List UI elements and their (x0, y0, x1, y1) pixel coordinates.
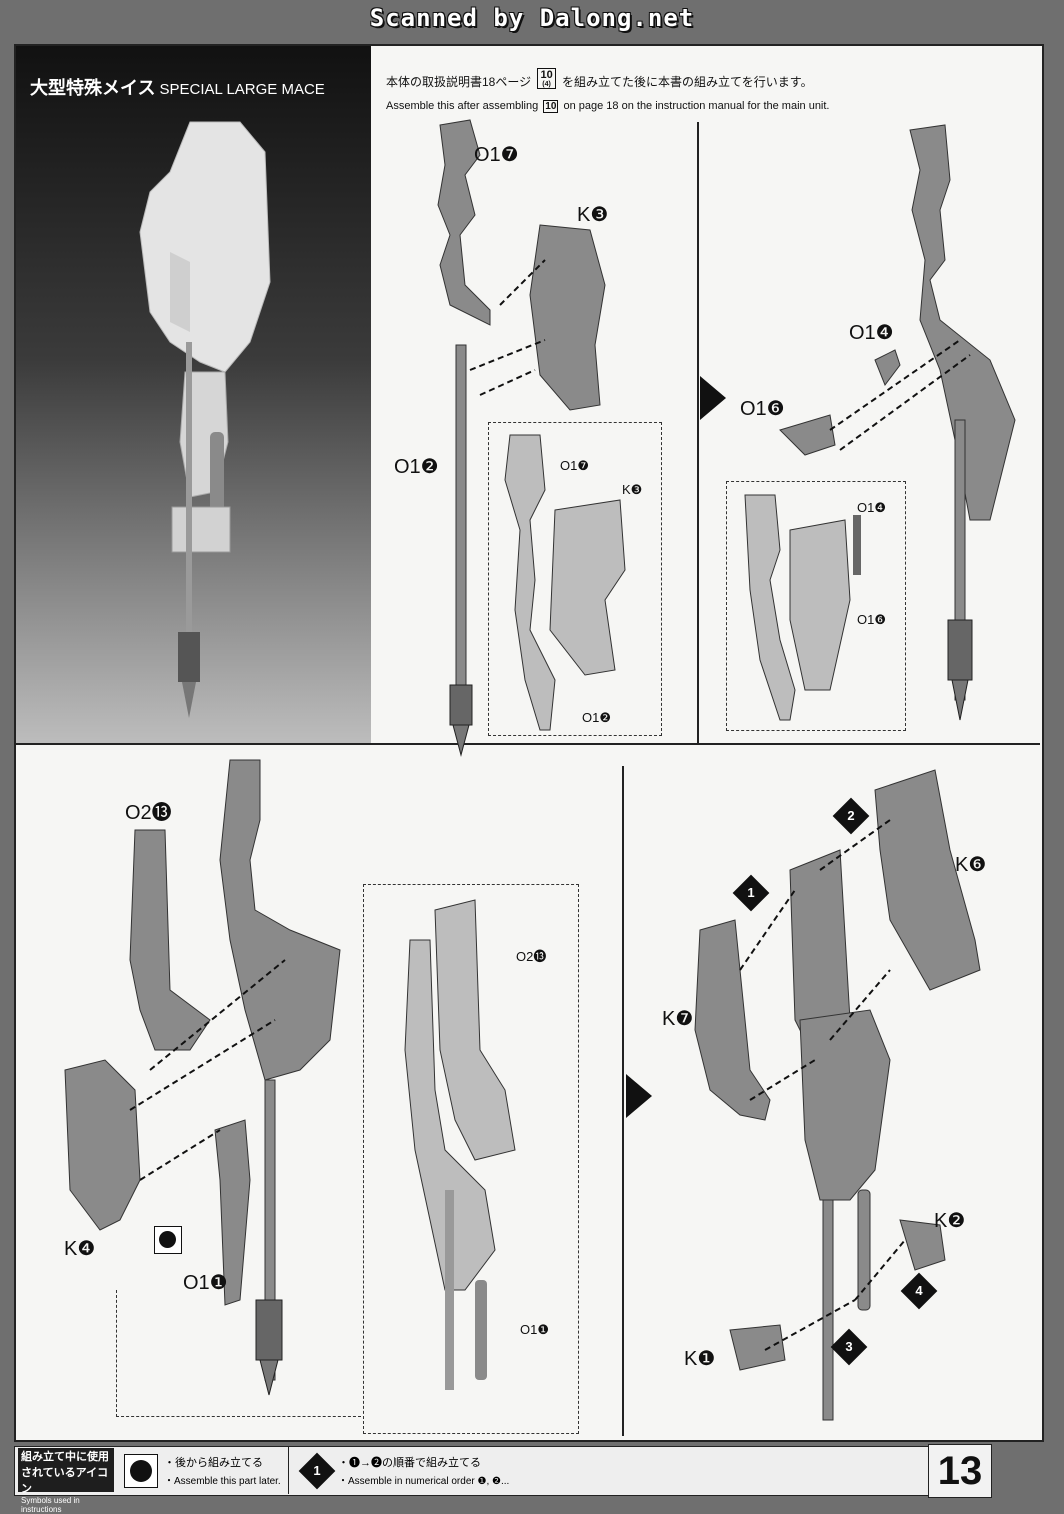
ref-step-number-en: 10 (545, 101, 557, 112)
step3-illustration (64, 759, 341, 1396)
assemble-later-icon (154, 1226, 182, 1254)
legend-later-icon (124, 1454, 158, 1488)
instruction-ja: 本体の取扱説明書18ページ 10(4) を組み立てた後に本書の組み立てを行います… (386, 68, 813, 90)
order-step-1-label: 1 (747, 885, 755, 900)
detail-step2-illustration (744, 494, 861, 721)
hero-mace-illustration (139, 121, 271, 718)
order-step-4-label: 4 (915, 1283, 923, 1298)
label-o1-6: O1❻ (740, 398, 785, 420)
detail-box-step3 (363, 884, 579, 1434)
order-step-2-label: 2 (847, 808, 855, 823)
label-o1-4: O1❹ (849, 322, 894, 344)
instruction-ja-after: を組み立てた後に本書の組み立てを行います。 (562, 75, 813, 89)
label-o2-13: O2⓭ (125, 802, 172, 824)
label-k-1: K❶ (684, 1348, 716, 1370)
vertical-divider-top (697, 122, 699, 744)
horizontal-divider (16, 743, 1040, 745)
legend-order-icon: 1 (298, 1452, 336, 1490)
legend-later-en: ・Assemble this part later. (164, 1476, 281, 1487)
order-step-1: 1 (732, 874, 770, 912)
legend-divider (288, 1446, 289, 1494)
hero-title-en: SPECIAL LARGE MACE (159, 81, 325, 98)
step1-illustration (437, 119, 606, 757)
vertical-divider-bottom (622, 766, 624, 1436)
dashed-connector-step3 (116, 1290, 361, 1417)
label-k-3: K❸ (577, 204, 609, 226)
legend-later-ja: ・後から組み立てる (164, 1457, 263, 1469)
detail-step1-illustration (504, 434, 626, 731)
instruction-en: Assemble this after assembling 10 on pag… (386, 100, 830, 113)
ref-step-sub: (4) (542, 81, 551, 88)
legend-order-text: ・❶→❷の順番で組み立てる ・Assemble in numerical ord… (338, 1454, 509, 1487)
order-step-3: 3 (830, 1328, 868, 1366)
detail-box-step1 (488, 422, 662, 736)
instruction-en-after: on page 18 on the instruction manual for… (563, 100, 830, 112)
assemble-later-icon-dot (159, 1231, 176, 1248)
order-step-3-label: 3 (845, 1339, 853, 1354)
legend-later-text: ・後から組み立てる ・Assemble this part later. (164, 1454, 281, 1487)
label-o1-2: O1❷ (394, 456, 439, 478)
page-number: 13 (928, 1444, 992, 1498)
ref-step-number: 10 (540, 69, 553, 81)
ref-step-badge-en: 10 (543, 100, 559, 113)
legend-bar (14, 1446, 934, 1496)
legend-title-en: Symbols used in instructions (21, 1496, 80, 1514)
order-step-4: 4 (900, 1272, 938, 1310)
detail-label-o1-2: O1❷ (582, 710, 611, 725)
label-k-2: K❷ (934, 1210, 966, 1232)
detail-label-o2-13: O2⓭ (516, 949, 547, 964)
label-k-4: K❹ (64, 1238, 96, 1260)
step2-illustration (909, 124, 1016, 721)
legend-title-ja-2: されているアイコン (21, 1467, 109, 1495)
step4-illustration (694, 769, 981, 1421)
order-step-2: 2 (832, 797, 870, 835)
ref-step-badge: 10(4) (537, 68, 556, 89)
legend-later-icon-dot (130, 1460, 152, 1482)
legend-title: 組み立て中に使用 されているアイコン Symbols used in instr… (18, 1448, 114, 1514)
detail-box-step2 (726, 481, 906, 731)
instruction-ja-before: 本体の取扱説明書18ページ (386, 75, 532, 89)
hero-title-ja: 大型特殊メイス (30, 78, 156, 98)
label-k-7: K❼ (662, 1008, 694, 1030)
detail-label-k-3: K❸ (622, 482, 643, 497)
legend-order-ja: ・❶→❷の順番で組み立てる (338, 1457, 481, 1469)
detail-label-o1-4: O1❹ (857, 500, 886, 515)
detail-label-o1-6: O1❻ (857, 612, 886, 627)
label-o1-1: O1❶ (183, 1272, 228, 1294)
label-k-6: K❻ (955, 854, 987, 876)
detail-step3-illustration (404, 899, 516, 1390)
label-o1-7: O1❼ (474, 144, 519, 166)
next-step-arrow-bottom (626, 1074, 652, 1118)
legend-order-en: ・Assemble in numerical order ❶, ❷... (338, 1476, 510, 1487)
instruction-en-before: Assemble this after assembling (386, 100, 539, 112)
step2-small-parts (779, 339, 971, 456)
legend-title-ja-1: 組み立て中に使用 (21, 1451, 109, 1463)
detail-label-o1-1: O1❶ (520, 1322, 549, 1337)
detail-label-o1-7: O1❼ (560, 458, 589, 473)
watermark: Scanned by Dalong.net (369, 4, 695, 32)
next-step-arrow-top (700, 376, 726, 420)
legend-order-icon-label: 1 (313, 1463, 321, 1478)
